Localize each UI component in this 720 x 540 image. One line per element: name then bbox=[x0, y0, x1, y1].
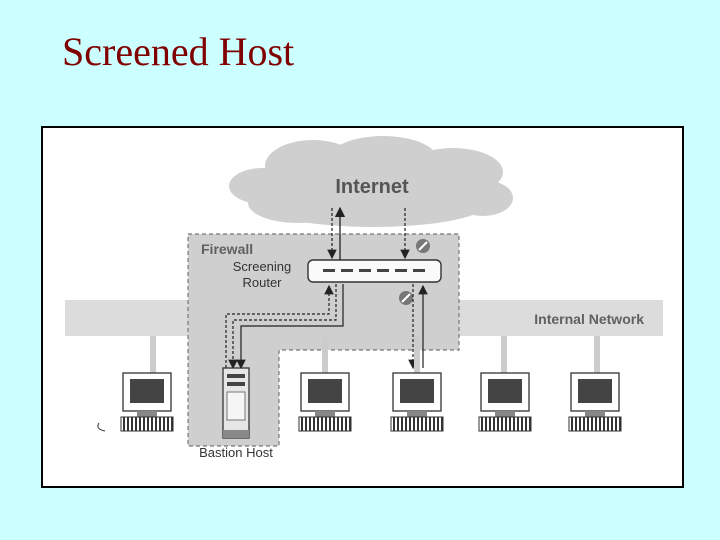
workstation bbox=[298, 372, 352, 432]
bastion-host-label: Bastion Host bbox=[199, 445, 273, 460]
screened-host-diagram: Internet Firewall Screening Router Inter… bbox=[65, 136, 663, 460]
router-label-line2: Router bbox=[242, 275, 282, 290]
workstation bbox=[390, 372, 444, 432]
internal-network-label: Internal Network bbox=[534, 311, 644, 327]
blocked-icon bbox=[416, 239, 430, 253]
workstation bbox=[97, 372, 174, 432]
router-to-bastion-path-1 bbox=[228, 284, 337, 370]
network-drop-lines bbox=[150, 336, 600, 373]
slide-title: Screened Host bbox=[62, 29, 295, 74]
workstation bbox=[568, 372, 622, 432]
bastion-host-server bbox=[222, 367, 250, 439]
router-label-line1: Screening bbox=[233, 259, 292, 274]
firewall-label: Firewall bbox=[201, 241, 253, 257]
screening-router bbox=[307, 259, 442, 283]
bastion-to-router-path bbox=[225, 284, 334, 368]
workstation bbox=[478, 372, 532, 432]
internet-cloud bbox=[229, 136, 513, 227]
blocked-icon bbox=[399, 291, 413, 305]
diagram-frame: Internet Firewall Screening Router Inter… bbox=[41, 126, 684, 488]
router-to-bastion-path-2 bbox=[236, 284, 344, 370]
internet-label: Internet bbox=[335, 176, 409, 198]
